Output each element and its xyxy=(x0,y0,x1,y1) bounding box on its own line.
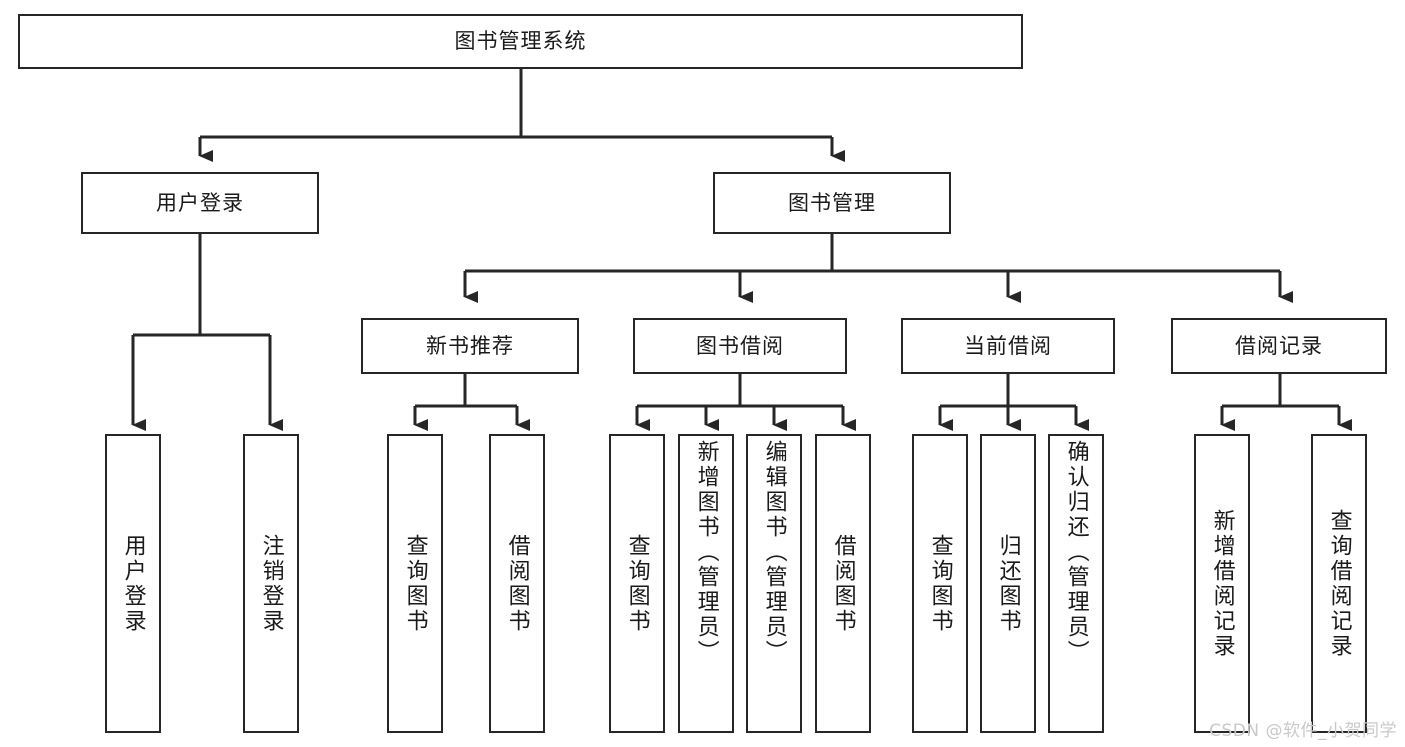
leaf-add-book[interactable]: 新增图书（管理员） xyxy=(678,434,734,733)
leaf-query-book-2[interactable]: 查询图书 xyxy=(609,434,665,733)
node-book-borrow-label: 图书借阅 xyxy=(696,333,784,358)
node-current-borrow[interactable]: 当前借阅 xyxy=(901,318,1115,374)
leaf-query-book-3-label: 查询图书 xyxy=(927,533,953,634)
leaf-borrow-book-1-label: 借阅图书 xyxy=(504,533,530,634)
leaf-borrow-book-2-label: 借阅图书 xyxy=(830,533,856,634)
leaf-add-book-label: 新增图书（管理员） xyxy=(693,440,719,665)
leaf-logout-label: 注销登录 xyxy=(258,533,284,634)
node-current-borrow-label: 当前借阅 xyxy=(964,333,1052,358)
leaf-return-book-label: 归还图书 xyxy=(995,533,1021,634)
node-borrow-record-label: 借阅记录 xyxy=(1235,333,1323,358)
leaf-query-book-1-label: 查询图书 xyxy=(402,533,428,634)
node-user-login[interactable]: 用户登录 xyxy=(81,172,319,234)
node-new-book-rec-label: 新书推荐 xyxy=(426,333,514,358)
leaf-user-login-label: 用户登录 xyxy=(120,533,146,634)
leaf-logout[interactable]: 注销登录 xyxy=(243,434,299,733)
node-root[interactable]: 图书管理系统 xyxy=(18,14,1023,69)
leaf-query-book-1[interactable]: 查询图书 xyxy=(387,434,443,733)
leaf-confirm-return-label: 确认归还（管理员） xyxy=(1063,440,1089,665)
node-root-label: 图书管理系统 xyxy=(454,29,587,54)
leaf-borrow-book-1[interactable]: 借阅图书 xyxy=(489,434,545,733)
leaf-user-login[interactable]: 用户登录 xyxy=(105,434,161,733)
leaf-add-record[interactable]: 新增借阅记录 xyxy=(1194,434,1250,733)
leaf-edit-book[interactable]: 编辑图书（管理员） xyxy=(746,434,802,733)
leaf-confirm-return[interactable]: 确认归还（管理员） xyxy=(1048,434,1104,733)
leaf-query-book-2-label: 查询图书 xyxy=(624,533,650,634)
node-book-manage-label: 图书管理 xyxy=(788,190,876,215)
watermark: CSDN @软件_小贺同学 xyxy=(1209,721,1397,741)
node-new-book-rec[interactable]: 新书推荐 xyxy=(361,318,579,374)
node-book-manage[interactable]: 图书管理 xyxy=(713,172,951,234)
leaf-query-record-label: 查询借阅记录 xyxy=(1326,508,1352,659)
leaf-borrow-book-2[interactable]: 借阅图书 xyxy=(815,434,871,733)
node-user-login-label: 用户登录 xyxy=(156,190,244,215)
leaf-return-book[interactable]: 归还图书 xyxy=(980,434,1036,733)
leaf-query-record[interactable]: 查询借阅记录 xyxy=(1311,434,1367,733)
node-book-borrow[interactable]: 图书借阅 xyxy=(633,318,847,374)
leaf-query-book-3[interactable]: 查询图书 xyxy=(912,434,968,733)
leaf-add-record-label: 新增借阅记录 xyxy=(1209,508,1235,659)
leaf-edit-book-label: 编辑图书（管理员） xyxy=(761,440,787,665)
node-borrow-record[interactable]: 借阅记录 xyxy=(1171,318,1387,374)
